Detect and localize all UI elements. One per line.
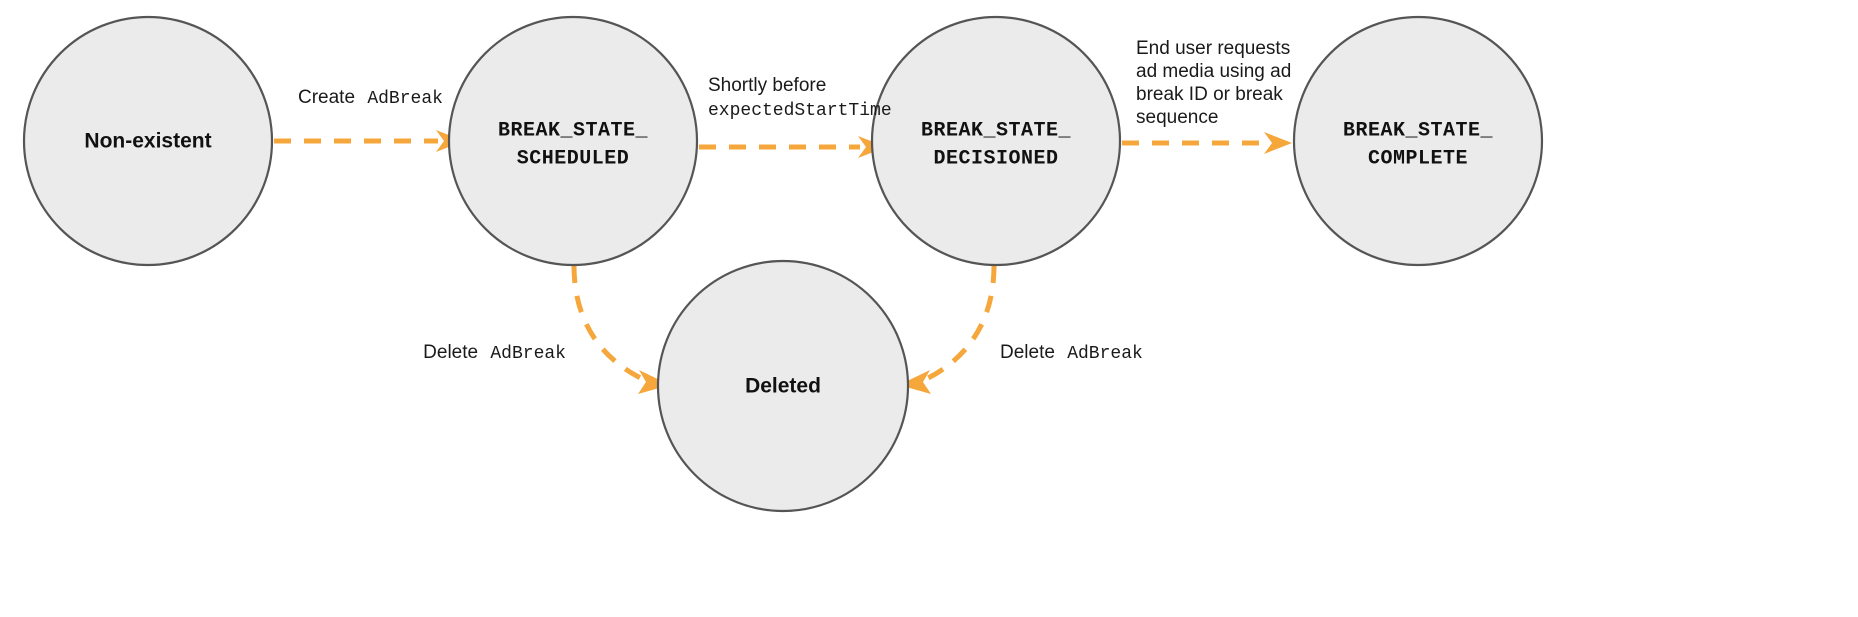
edge-delete-from-decisioned-arrowhead <box>899 370 931 394</box>
node-deleted-label: Deleted <box>745 375 821 398</box>
node-deleted-shape <box>656 259 910 513</box>
node-break-state-complete-label-line1: BREAK_STATE_ <box>1343 119 1494 142</box>
node-break-state-complete-label-line2: COMPLETE <box>1368 147 1468 170</box>
edge-label-create-code: AdBreak <box>367 89 443 109</box>
edge-label-delete-left-code: AdBreak <box>490 344 566 364</box>
edge-label-delete-from-scheduled: Delete AdBreak <box>423 342 566 364</box>
node-deleted[interactable]: Deleted <box>656 259 910 513</box>
node-break-state-decisioned-label-line1: BREAK_STATE_ <box>921 119 1072 142</box>
edge-label-delete-left-prose: Delete <box>423 342 478 363</box>
node-break-state-scheduled-label-line1: BREAK_STATE_ <box>498 119 649 142</box>
node-non-existent-label: Non-existent <box>84 130 211 153</box>
node-break-state-scheduled-label-line2: SCHEDULED <box>517 147 630 170</box>
node-break-state-decisioned-shape <box>870 15 1122 267</box>
edge-create-adbreak[interactable] <box>274 130 464 152</box>
edge-label-end-user-requests-line2: ad media using ad <box>1136 61 1291 82</box>
edge-label-end-user-requests: End user requests ad media using ad brea… <box>1136 38 1291 128</box>
edge-label-delete-right-code: AdBreak <box>1067 344 1143 364</box>
edge-label-create-prose: Create <box>298 87 355 108</box>
node-break-state-decisioned[interactable]: BREAK_STATE_ DECISIONED <box>870 15 1122 267</box>
node-break-state-scheduled[interactable]: BREAK_STATE_ SCHEDULED <box>447 15 699 267</box>
node-break-state-complete[interactable]: BREAK_STATE_ COMPLETE <box>1292 15 1544 267</box>
edge-label-delete-from-decisioned-text: Delete AdBreak <box>1000 342 1143 364</box>
edge-delete-from-decisioned-line <box>920 265 997 384</box>
edge-label-shortly-before-line1: Shortly before <box>708 75 826 96</box>
node-non-existent[interactable]: Non-existent <box>22 15 274 267</box>
edge-delete-from-scheduled-arrowhead <box>638 370 670 394</box>
edge-label-end-user-requests-line4: sequence <box>1136 107 1218 128</box>
node-break-state-decisioned-label-line2: DECISIONED <box>933 147 1058 170</box>
edge-label-delete-right-prose: Delete <box>1000 342 1055 363</box>
node-break-state-scheduled-shape <box>447 15 699 267</box>
edge-delete-from-decisioned[interactable] <box>899 265 997 394</box>
edge-label-delete-from-scheduled-text: Delete AdBreak <box>423 342 566 364</box>
edge-delete-from-scheduled[interactable] <box>571 265 670 394</box>
edge-shortly-before[interactable] <box>699 136 886 158</box>
edge-label-delete-from-decisioned: Delete AdBreak <box>1000 342 1143 364</box>
edge-end-user-requests[interactable] <box>1122 132 1292 154</box>
edge-end-user-requests-arrowhead <box>1264 132 1292 154</box>
edge-label-create-adbreak: Create AdBreak <box>298 87 443 109</box>
edge-label-shortly-before: Shortly before expectedStartTime <box>708 75 892 121</box>
node-non-existent-shape <box>22 15 274 267</box>
edge-label-shortly-before-line2: expectedStartTime <box>708 101 892 121</box>
edge-label-end-user-requests-line3: break ID or break <box>1136 84 1283 105</box>
node-break-state-complete-shape <box>1292 15 1544 267</box>
edge-delete-from-scheduled-line <box>571 265 649 384</box>
edge-label-create-adbreak-text: Create AdBreak <box>298 87 443 109</box>
edge-label-end-user-requests-line1: End user requests <box>1136 38 1290 59</box>
